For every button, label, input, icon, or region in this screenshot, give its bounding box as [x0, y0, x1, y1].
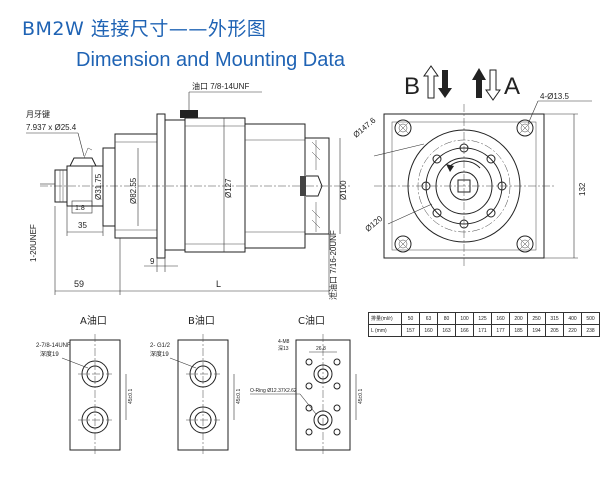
- port-b-spacing: 45±0.1: [236, 389, 242, 404]
- oil-port-boss: [180, 110, 198, 118]
- dim-9: 9: [150, 257, 155, 266]
- displacement-cell: 200: [509, 312, 528, 325]
- displacement-cell: 100: [455, 312, 474, 325]
- displacement-row: 排量(ml/r) 50 63 80 100 125 160 200 250 31…: [368, 312, 600, 325]
- length-cell: 166: [455, 324, 474, 337]
- length-cell: 194: [527, 324, 546, 337]
- length-cell: 185: [509, 324, 528, 337]
- taper-ratio: 1:8: [75, 205, 85, 212]
- dim-35: 35: [78, 221, 87, 230]
- corner-holes: [394, 119, 534, 253]
- port-a-depth: 深度19: [40, 350, 59, 358]
- displacement-cell: 400: [563, 312, 582, 325]
- displacement-cell: 80: [437, 312, 456, 325]
- displacement-cell: 50: [401, 312, 420, 325]
- port-b-thread: 2- G1/2: [150, 343, 171, 349]
- spline-spec: 1-20UNEF: [29, 224, 38, 262]
- port-c-width: 26.8: [316, 346, 326, 352]
- displacement-cell: 315: [545, 312, 564, 325]
- arrow-down-icon: [438, 70, 452, 98]
- dim-132: 132: [578, 182, 587, 196]
- dim-L: L: [216, 279, 221, 289]
- spec-table: 排量(ml/r) 50 63 80 100 125 160 200 250 31…: [368, 312, 600, 337]
- pilot: [102, 147, 116, 227]
- displacement-cell: 250: [527, 312, 546, 325]
- key-label: 月牙键: [26, 109, 50, 119]
- port-b-letter: B: [404, 73, 420, 100]
- body-front: [164, 119, 186, 251]
- port-c-detail: C油口 26.8 45±0.1 4-M8 深13 O-Ring Ø12.37X2…: [250, 314, 364, 456]
- port-a-title: A油口: [80, 314, 107, 327]
- dim-bolt-circle: Ø147.6: [352, 115, 378, 139]
- key-size: 7.937 x Ø25.4: [26, 123, 77, 132]
- displacement-cell: 500: [581, 312, 600, 325]
- arrow-up-icon: [472, 68, 486, 98]
- port-c-thread: 4-M8: [278, 339, 290, 345]
- dim-body-diameter: Ø127: [224, 178, 233, 198]
- port-a-detail: A油口 45±0.1 2-7/8-14UNF 深度19: [36, 314, 134, 456]
- dim-shaft-diameter: Ø31.75: [94, 173, 103, 200]
- length-row: L (mm) 157 160 163 166 171 177 185 194 2…: [368, 324, 600, 337]
- length-cell: 177: [491, 324, 510, 337]
- front-view: B A: [352, 65, 592, 268]
- arrow-down-outline-icon: [485, 69, 501, 101]
- port-a-letter: A: [504, 73, 520, 100]
- length-cell: 160: [419, 324, 438, 337]
- displacement-cell: 125: [473, 312, 492, 325]
- length-cell: 157: [401, 324, 420, 337]
- holes-label: 4-Ø13.5: [540, 92, 569, 101]
- motor-body: [184, 117, 246, 253]
- drain-port-label: 泄油口 7/16-20UNF: [328, 230, 338, 300]
- port-b-detail: B油口 45±0.1 2- G1/2 深度19: [150, 314, 242, 456]
- side-view: Ø31.75 Ø82.55 Ø127 Ø100 油口 7/8-14UNF 月牙键…: [26, 81, 350, 300]
- port-a-spacing: 45±0.1: [128, 389, 134, 404]
- title-chinese: BM2W 连接尺寸——外形图: [22, 18, 267, 40]
- displacement-row-label: 排量(ml/r): [368, 312, 402, 325]
- port-c-oring: O-Ring Ø12.37X2.62: [250, 388, 297, 394]
- port-b-title: B油口: [188, 314, 215, 327]
- title-english: Dimension and Mounting Data: [76, 49, 346, 71]
- port-c-spacing: 45±0.1: [358, 389, 364, 404]
- dim-pilot-diameter: Ø82.55: [129, 177, 138, 204]
- oil-port-label: 油口 7/8-14UNF: [192, 81, 249, 91]
- displacement-cell: 160: [491, 312, 510, 325]
- port-b-depth: 深度19: [150, 350, 169, 358]
- length-row-label: L (mm): [368, 324, 402, 337]
- dim-120: Ø120: [364, 214, 385, 234]
- length-cell: 238: [581, 324, 600, 337]
- end-bolt: [300, 176, 306, 196]
- length-cell: 205: [545, 324, 564, 337]
- port-c-depth: 深13: [278, 345, 289, 352]
- arrow-up-outline-icon: [423, 65, 439, 99]
- length-cell: 171: [473, 324, 492, 337]
- displacement-cell: 63: [419, 312, 438, 325]
- length-cell: 163: [437, 324, 456, 337]
- port-c-title: C油口: [298, 314, 325, 327]
- dim-59: 59: [74, 279, 84, 289]
- length-cell: 220: [563, 324, 582, 337]
- dim-rear-diameter: Ø100: [339, 180, 348, 200]
- woodruff-key: [69, 157, 97, 167]
- port-a-thread: 2-7/8-14UNF: [36, 343, 71, 349]
